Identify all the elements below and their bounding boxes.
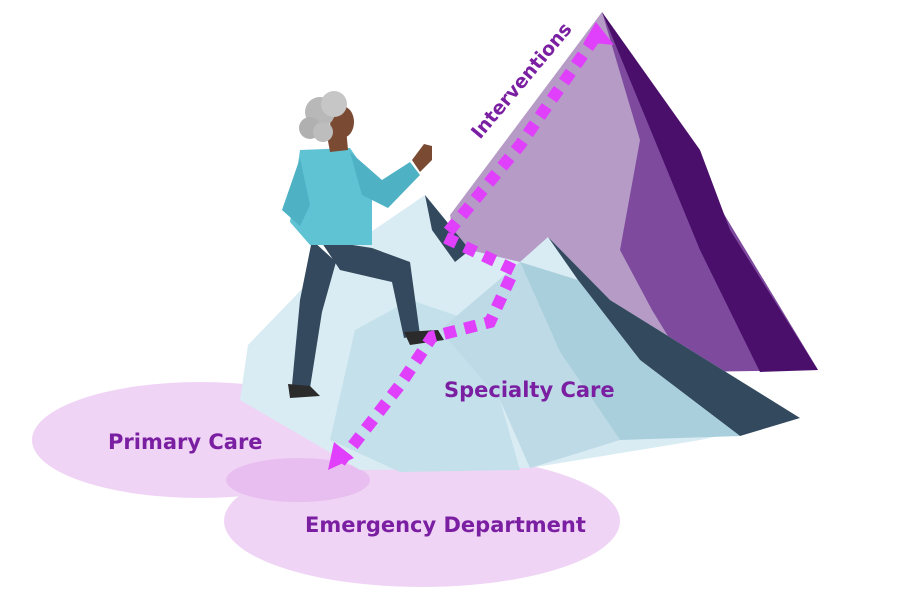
primary-care-label: Primary Care — [108, 430, 263, 454]
zone-overlap — [226, 458, 370, 502]
emergency-department-label: Emergency Department — [305, 513, 586, 537]
specialty-care-label: Specialty Care — [444, 378, 615, 402]
